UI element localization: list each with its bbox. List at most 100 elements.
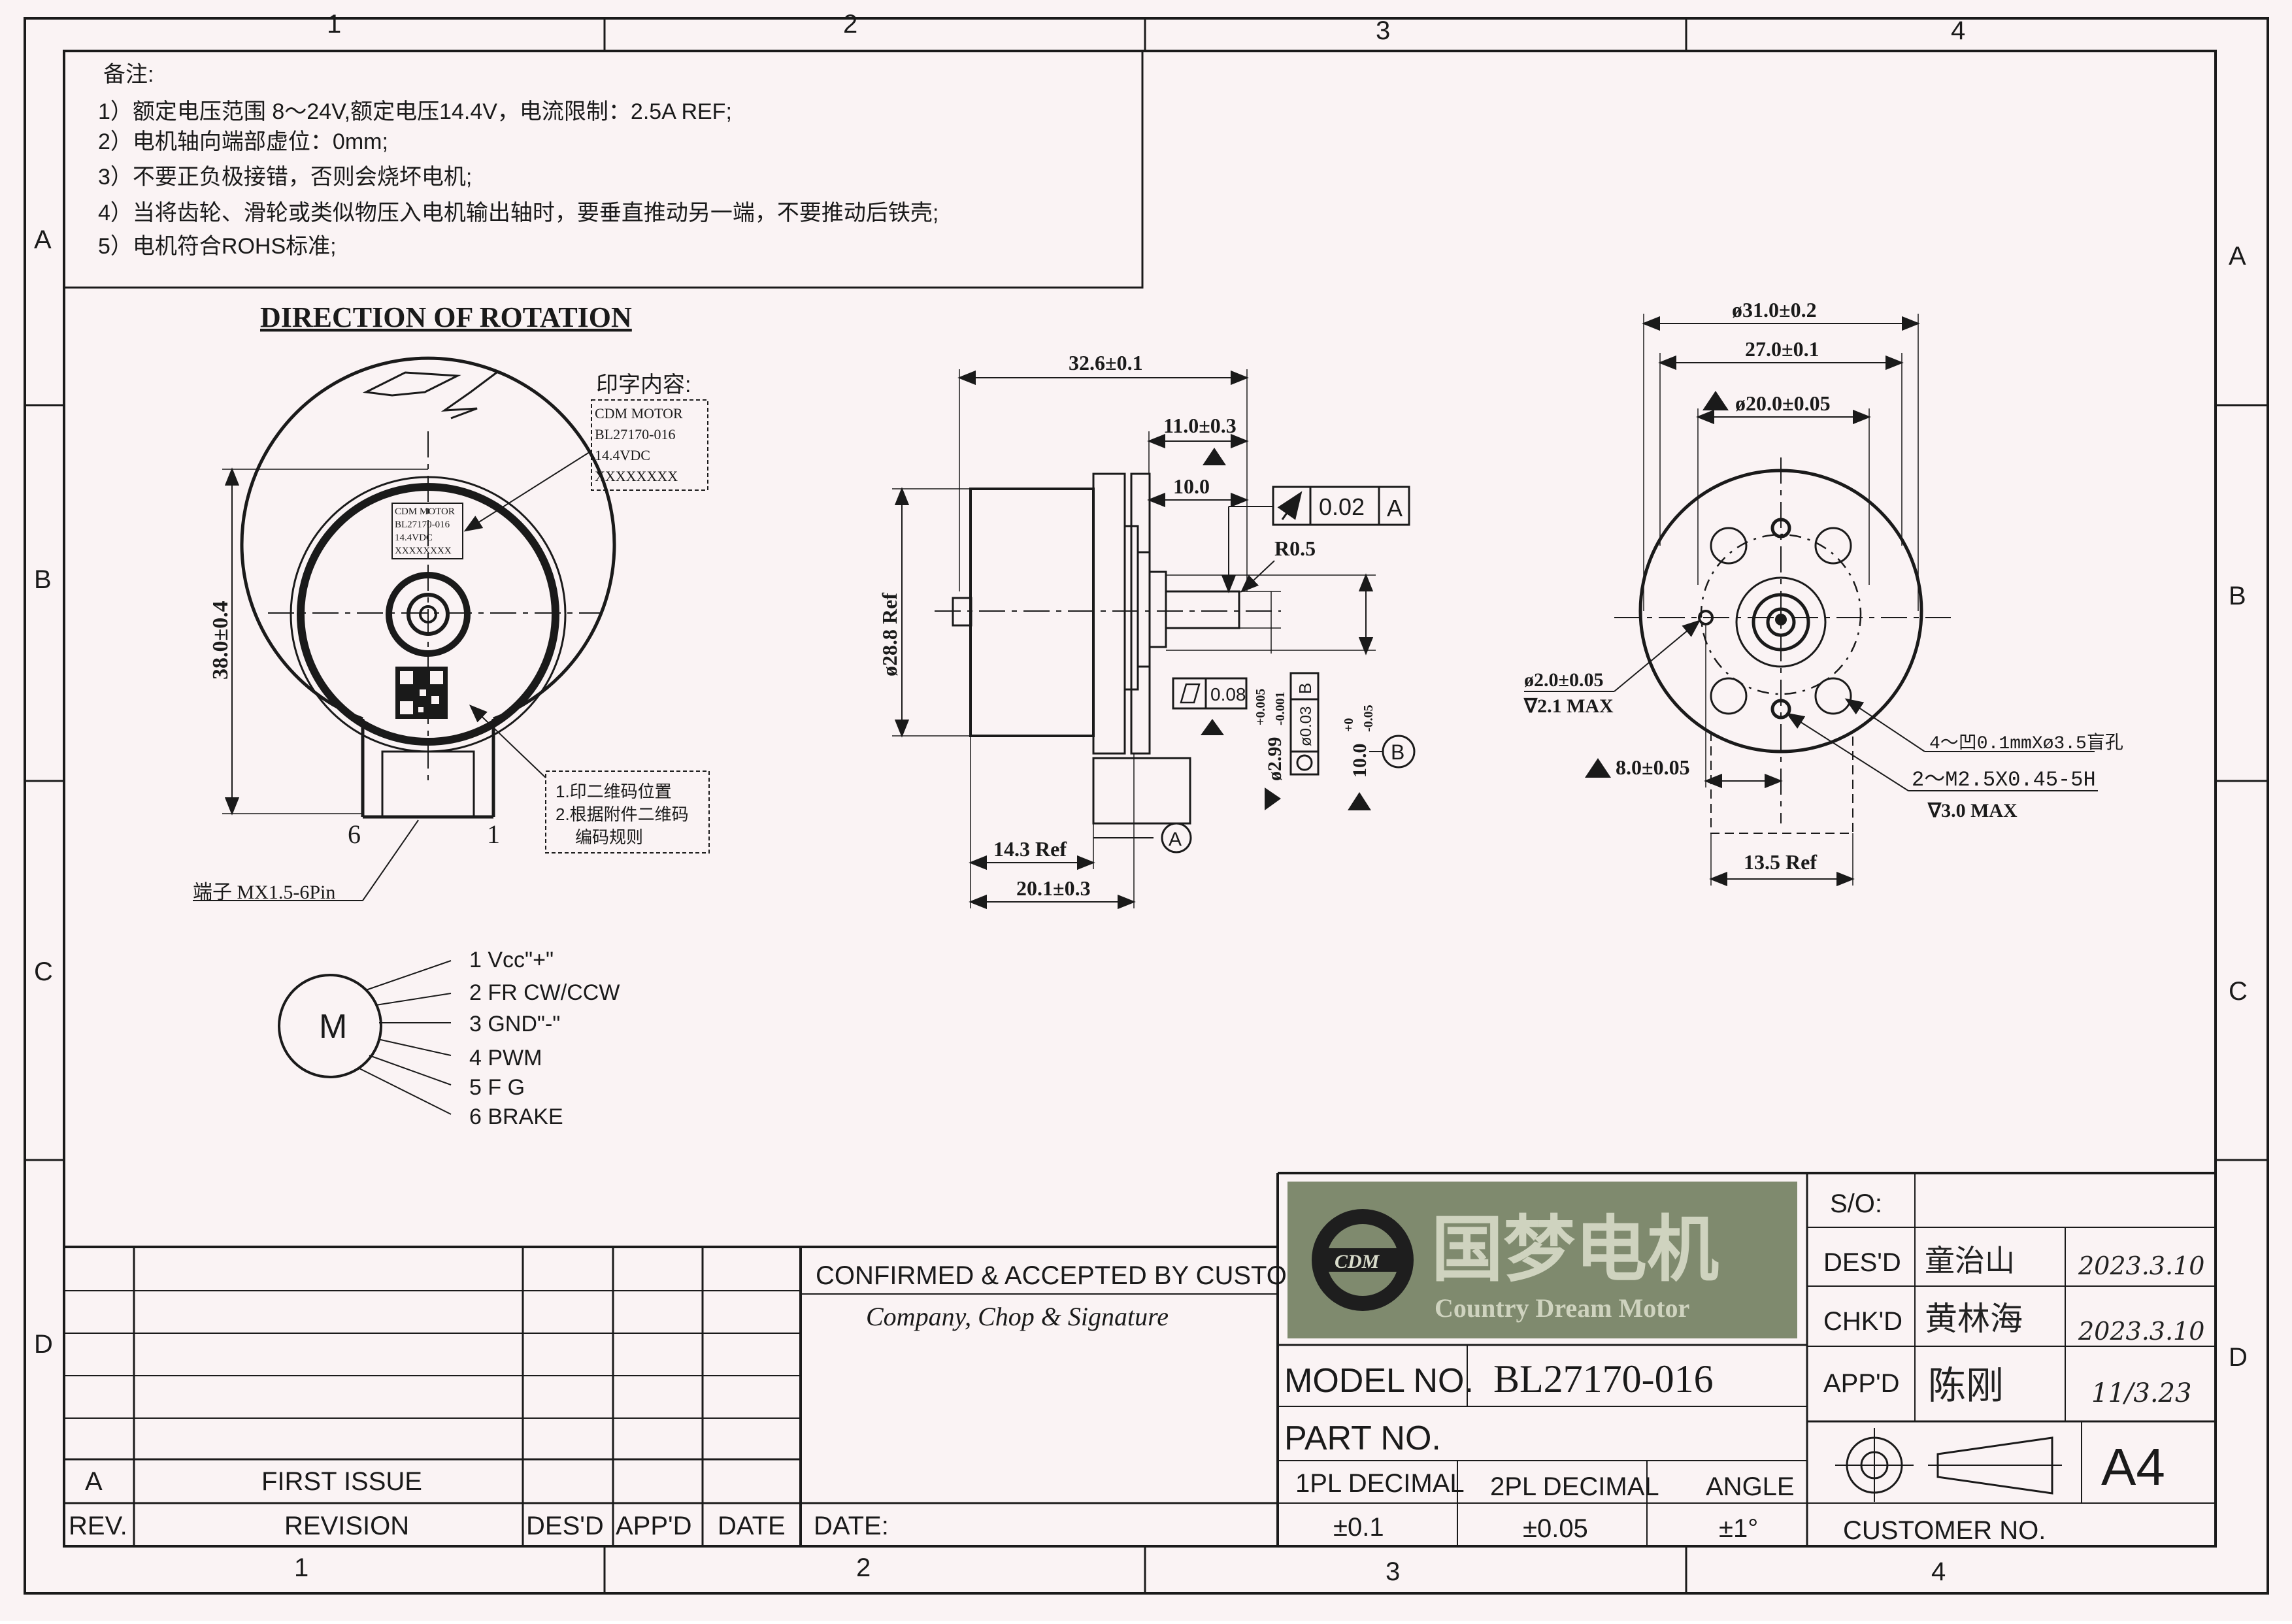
- note-line-3: 3）不要正负极接错，否则会烧坏电机;: [98, 165, 472, 190]
- note-line-4: 4）当将齿轮、滑轮或类似物压入电机输出轴时，要垂直推动另一端，不要推动后铁壳;: [98, 201, 938, 225]
- customer-block: CONFIRMED & ACCEPTED BY CUSTOMER Company…: [801, 1173, 1345, 1546]
- pinout-diagram: M 1 Vcc"+" 2 FR CW/CCW 3 GND"-" 4 PWM 5 …: [278, 948, 620, 1129]
- appd-label: APP'D: [1823, 1369, 1900, 1398]
- customer-no-label: CUSTOMER NO.: [1843, 1516, 2046, 1545]
- inner-print-1: CDM MOTOR: [395, 506, 455, 517]
- zone-col-4-bottom: 4: [1931, 1557, 1946, 1586]
- checker-signature: 黄林海: [1925, 1300, 2023, 1338]
- so-label: S/O:: [1830, 1189, 1882, 1218]
- zone-row-a-right: A: [2229, 242, 2246, 271]
- circularity-icon: [1296, 754, 1313, 771]
- dim-shaft-inner: 10.0: [1173, 474, 1210, 498]
- tol-runout: 0.02: [1319, 493, 1365, 520]
- projection-symbol-icon: [1835, 1428, 2062, 1502]
- shaft-tol-up: +0.005: [1254, 689, 1268, 725]
- dim-height: 38.0±0.4: [208, 601, 233, 680]
- pilot-diameter: 10.0: [1349, 744, 1370, 778]
- dim-length: 20.1±0.3: [1016, 876, 1091, 900]
- date-header: DATE: [718, 1512, 786, 1540]
- dim-offset: 8.0±0.05: [1616, 755, 1690, 779]
- zone-row-d-left: D: [34, 1330, 53, 1359]
- logo-chinese: 国梦电机: [1431, 1210, 1719, 1290]
- pilot-tol-up: +0: [1342, 718, 1356, 732]
- circ-tol: ø0.03: [1297, 706, 1315, 746]
- dim-total: 32.6±0.1: [1069, 351, 1143, 374]
- note-line-2: 2）电机轴向端部虚位：0mm;: [98, 129, 388, 154]
- tol-header-2pl: 2PL DECIMAL: [1490, 1472, 1659, 1501]
- datum-a-label: A: [1169, 829, 1182, 850]
- checker-date: 2023.3.10: [2078, 1317, 2204, 1346]
- terminal-label: 端子 MX1.5-6Pin: [193, 882, 335, 903]
- datum-a-ref: A: [1387, 495, 1403, 522]
- approver-date: 11/3.23: [2091, 1378, 2191, 1408]
- hole-depth: ∇2.1 MAX: [1523, 695, 1614, 717]
- designer-signature: 童治山: [1925, 1243, 2015, 1278]
- zone-col-2-bottom: 2: [856, 1553, 871, 1582]
- pin-3: 3 GND"-": [469, 1012, 560, 1036]
- zone-col-1-top: 1: [327, 10, 341, 39]
- blind-holes: 4～凹0.1mmXø3.5盲孔: [1929, 732, 2123, 754]
- zone-col-4-top: 4: [1951, 16, 1965, 45]
- shaft-diameter: ø2.99: [1264, 737, 1286, 782]
- date-label: DATE:: [814, 1512, 889, 1540]
- tol-flat: 0.08: [1210, 684, 1246, 704]
- datum-b-circle: [1382, 735, 1416, 769]
- dim-inner: ø20.0±0.05: [1735, 391, 1831, 415]
- motor-label: M: [319, 1008, 347, 1046]
- pin-2: 2 FR CW/CCW: [469, 980, 620, 1005]
- notes-title: 备注:: [103, 62, 154, 87]
- thread-depth: ∇3.0 MAX: [1927, 800, 2018, 821]
- qr-note-3: 编码规则: [575, 827, 643, 847]
- dim-body: 14.3 Ref: [993, 837, 1067, 861]
- zone-col-3-top: 3: [1376, 16, 1390, 45]
- datum-a-circle: [1161, 822, 1192, 853]
- zone-row-b-left: B: [34, 565, 52, 594]
- logo-badge: CDM: [1335, 1251, 1380, 1272]
- dim-shaft: 11.0±0.3: [1163, 414, 1237, 437]
- customer-subtitle: Company, Chop & Signature: [866, 1302, 1169, 1331]
- revision-header: REVISION: [284, 1512, 409, 1540]
- pin-5: 5 F G: [469, 1075, 525, 1100]
- pin-last: 1: [487, 820, 500, 849]
- datum-b-label: B: [1391, 740, 1404, 764]
- flatness-icon: [1180, 683, 1201, 704]
- print-line-4: XXXXXXXX: [595, 468, 678, 484]
- rev-letter: A: [85, 1467, 103, 1496]
- tol-header-1pl: 1PL DECIMAL: [1295, 1469, 1465, 1498]
- dim-pcd: 27.0±0.1: [1745, 337, 1819, 361]
- print-line-1: CDM MOTOR: [595, 405, 683, 422]
- zone-row-c-right: C: [2229, 977, 2248, 1006]
- tol-2pl: ±0.05: [1523, 1514, 1588, 1543]
- rotation-heading: DIRECTION OF ROTATION: [260, 301, 632, 333]
- pilot-tol-down: -0.05: [1361, 704, 1376, 732]
- qr-note-1: 1.印二维码位置: [556, 782, 672, 801]
- dim-outer: ø31.0±0.2: [1732, 298, 1817, 322]
- zone-col-3-bottom: 3: [1386, 1557, 1400, 1586]
- inner-print-4: XXXXXXXX: [395, 546, 452, 556]
- pin-1: 1 Vcc"+": [469, 948, 554, 972]
- datum-b-ref: B: [1295, 683, 1315, 694]
- print-line-2: BL27170-016: [595, 426, 675, 442]
- rotation-arrow-reverse-icon: [440, 371, 497, 420]
- shaft-tol-down: -0.001: [1273, 691, 1287, 725]
- print-line-3: 14.4VDC: [595, 447, 650, 463]
- radius-label: R0.5: [1274, 537, 1316, 560]
- motor-symbol-icon: [278, 974, 382, 1078]
- zone-col-2-top: 2: [843, 10, 857, 39]
- inner-print-2: BL27170-016: [395, 520, 450, 530]
- rotation-arrow-icon: [362, 371, 461, 397]
- title-block: CDM 国梦电机 Country Dream Motor S/O: DES'D …: [1278, 1172, 2216, 1546]
- notes-block: 备注: 1）额定电压范围 8～24V,额定电压14.4V，电流限制：2.5A R…: [63, 50, 1144, 289]
- chkd-label: CHK'D: [1823, 1307, 1902, 1336]
- zone-row-c-left: C: [34, 957, 53, 986]
- side-view: 32.6±0.1 11.0±0.3 10.0 0.02 A R0.5 ø28.8…: [878, 351, 1416, 910]
- model-label: MODEL NO.: [1284, 1362, 1474, 1400]
- appd-header: APP'D: [616, 1512, 692, 1540]
- note-line-1: 1）额定电压范围 8～24V,额定电压14.4V，电流限制：2.5A REF;: [98, 99, 732, 124]
- revision-table: A FIRST ISSUE REV. REVISION DES'D APP'D …: [64, 1246, 1278, 1546]
- tol-header-angle: ANGLE: [1706, 1472, 1795, 1501]
- designer-date: 2023.3.10: [2078, 1251, 2204, 1280]
- desd-label: DES'D: [1823, 1248, 1901, 1277]
